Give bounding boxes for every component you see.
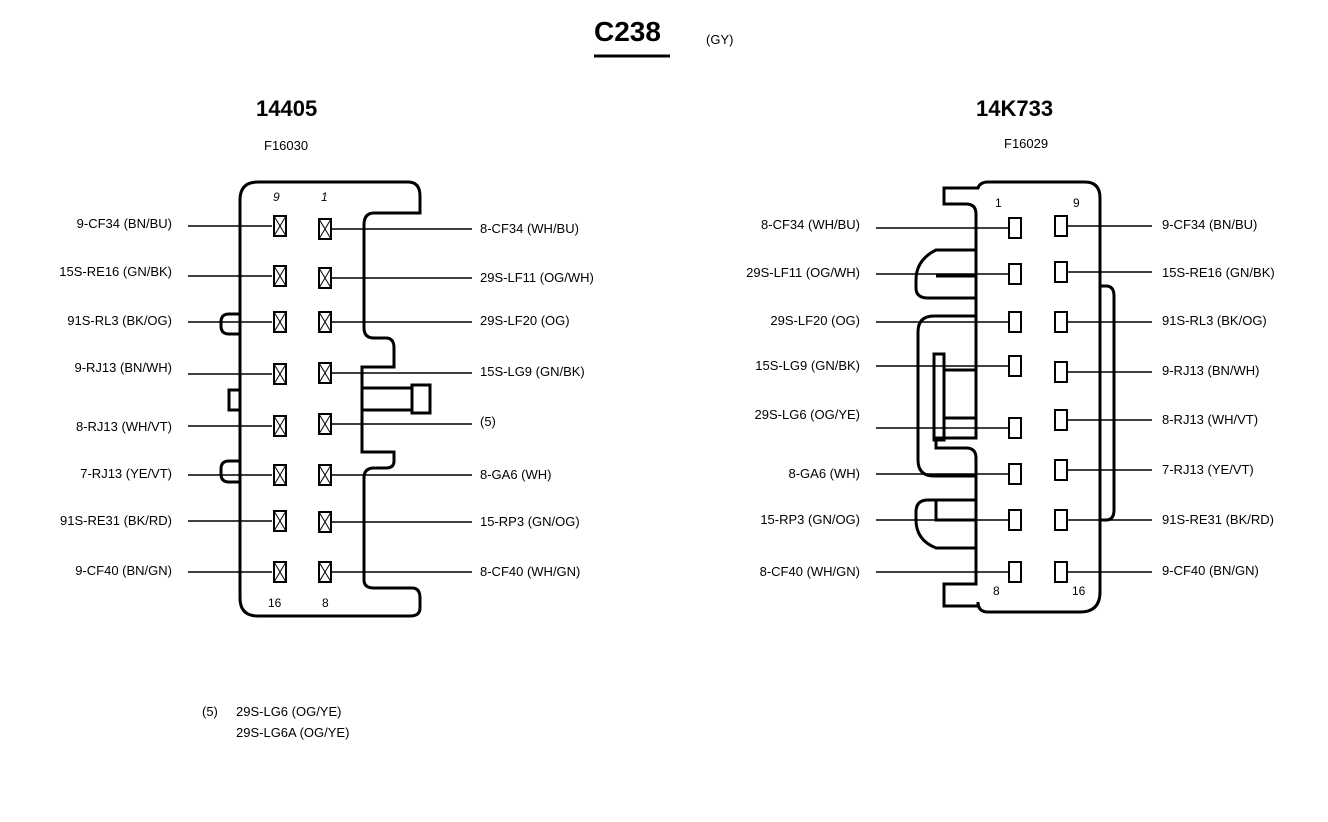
connector-title: C238 <box>594 16 661 47</box>
right-pin-a-2 <box>1008 263 1022 285</box>
right-right-label-1: 9-CF34 (BN/BU) <box>1162 217 1258 232</box>
left-pin-b-7-cross-2 <box>318 511 332 533</box>
left-pin-a-4-cross-2 <box>273 363 287 385</box>
right-pin-top-left: 1 <box>995 196 1002 210</box>
left-pin-a-5-cross-2 <box>273 415 287 437</box>
left-left-label-2: 15S-RE16 (GN/BK) <box>59 264 172 279</box>
right-pin-b-7 <box>1054 509 1068 531</box>
left-pin-top-left: 9 <box>273 190 280 204</box>
left-right-label-1: 8-CF34 (WH/BU) <box>480 221 579 236</box>
right-left-label-2: 29S-LF11 (OG/WH) <box>746 265 860 280</box>
footnote-line-2: 29S-LG6A (OG/YE) <box>236 725 350 740</box>
right-figure-code: F16029 <box>1004 136 1049 151</box>
left-pin-b-4-cross-2 <box>318 362 332 384</box>
left-connector-body <box>219 180 432 618</box>
left-pin-top-right: 1 <box>321 190 328 204</box>
right-left-label-1: 8-CF34 (WH/BU) <box>761 217 860 232</box>
right-pin-a-7 <box>1008 509 1022 531</box>
pin-cavities <box>273 215 1068 583</box>
connector-color-code: (GY) <box>706 32 734 47</box>
right-pin-a-6 <box>1008 463 1022 485</box>
footnote-line-1: 29S-LG6 (OG/YE) <box>236 704 342 719</box>
left-pin-a-1-cross-2 <box>273 215 287 237</box>
right-left-label-6: 8-GA6 (WH) <box>788 466 861 481</box>
left-pin-b-6-cross-2 <box>318 464 332 486</box>
right-pin-b-8 <box>1054 561 1068 583</box>
right-right-label-6: 7-RJ13 (YE/VT) <box>1162 462 1254 477</box>
right-right-label-7: 91S-RE31 (BK/RD) <box>1162 512 1274 527</box>
right-pin-bottom-right: 16 <box>1072 584 1086 598</box>
left-pin-b-1-cross-2 <box>318 218 332 240</box>
left-left-label-3: 91S-RL3 (BK/OG) <box>67 313 172 328</box>
left-pin-b-8-cross-2 <box>318 561 332 583</box>
left-pin-b-5-cross-2 <box>318 413 332 435</box>
right-left-label-5: 29S-LG6 (OG/YE) <box>754 407 860 422</box>
right-pin-a-4 <box>1008 355 1022 377</box>
left-right-label-6: 8-GA6 (WH) <box>480 467 552 482</box>
left-pin-a-8-cross-2 <box>273 561 287 583</box>
wire-lines <box>188 225 1152 573</box>
right-pin-a-1 <box>1008 217 1022 239</box>
left-figure-code: F16030 <box>264 138 309 153</box>
left-pin-b-3-cross-2 <box>318 311 332 333</box>
right-pin-a-8 <box>1008 561 1022 583</box>
right-pin-top-right: 9 <box>1073 196 1080 210</box>
right-left-label-3: 29S-LF20 (OG) <box>770 313 860 328</box>
right-pin-a-3 <box>1008 311 1022 333</box>
right-pin-b-3 <box>1054 311 1068 333</box>
left-pin-a-3-cross-2 <box>273 311 287 333</box>
left-right-label-7: 15-RP3 (GN/OG) <box>480 514 580 529</box>
footnote-mark: (5) <box>202 704 218 719</box>
left-left-label-7: 91S-RE31 (BK/RD) <box>60 513 172 528</box>
right-pin-b-4 <box>1054 361 1068 383</box>
right-right-label-5: 8-RJ13 (WH/VT) <box>1162 412 1259 427</box>
right-connector-body <box>914 180 1116 614</box>
left-left-label-5: 8-RJ13 (WH/VT) <box>75 419 172 434</box>
right-pin-b-2 <box>1054 261 1068 283</box>
right-pin-b-1 <box>1054 215 1068 237</box>
right-right-label-4: 9-RJ13 (BN/WH) <box>1162 363 1260 378</box>
left-right-label-8: 8-CF40 (WH/GN) <box>480 564 581 579</box>
right-part-number: 14K733 <box>976 96 1054 121</box>
left-right-label-4: 15S-LG9 (GN/BK) <box>480 364 585 379</box>
left-left-label-8: 9-CF40 (BN/GN) <box>75 563 172 578</box>
left-pin-bottom-right: 8 <box>322 596 329 610</box>
left-pin-b-2-cross-2 <box>318 267 332 289</box>
right-pin-a-5 <box>1008 417 1022 439</box>
left-left-label-1: 9-CF34 (BN/BU) <box>76 216 172 231</box>
right-pin-bottom-left: 8 <box>993 584 1000 598</box>
left-right-label-3: 29S-LF20 (OG) <box>480 313 570 328</box>
left-part-number: 14405 <box>256 96 318 121</box>
left-pin-a-2-cross-2 <box>273 265 287 287</box>
left-pin-a-6-cross-2 <box>273 464 287 486</box>
left-left-label-6: 7-RJ13 (YE/VT) <box>80 466 172 481</box>
right-left-label-8: 8-CF40 (WH/GN) <box>759 564 860 579</box>
right-left-label-7: 15-RP3 (GN/OG) <box>760 512 860 527</box>
right-right-label-2: 15S-RE16 (GN/BK) <box>1162 265 1275 280</box>
right-pin-b-6 <box>1054 459 1068 481</box>
right-right-label-8: 9-CF40 (BN/GN) <box>1162 563 1259 578</box>
left-left-label-4: 9-RJ13 (BN/WH) <box>74 360 172 375</box>
left-pin-bottom-left: 16 <box>268 596 282 610</box>
left-right-label-2: 29S-LF11 (OG/WH) <box>480 270 594 285</box>
right-left-label-4: 15S-LG9 (GN/BK) <box>755 358 860 373</box>
right-right-label-3: 91S-RL3 (BK/OG) <box>1162 313 1267 328</box>
left-pin-a-7-cross-2 <box>273 510 287 532</box>
right-pin-b-5 <box>1054 409 1068 431</box>
left-right-label-5: (5) <box>480 414 496 429</box>
